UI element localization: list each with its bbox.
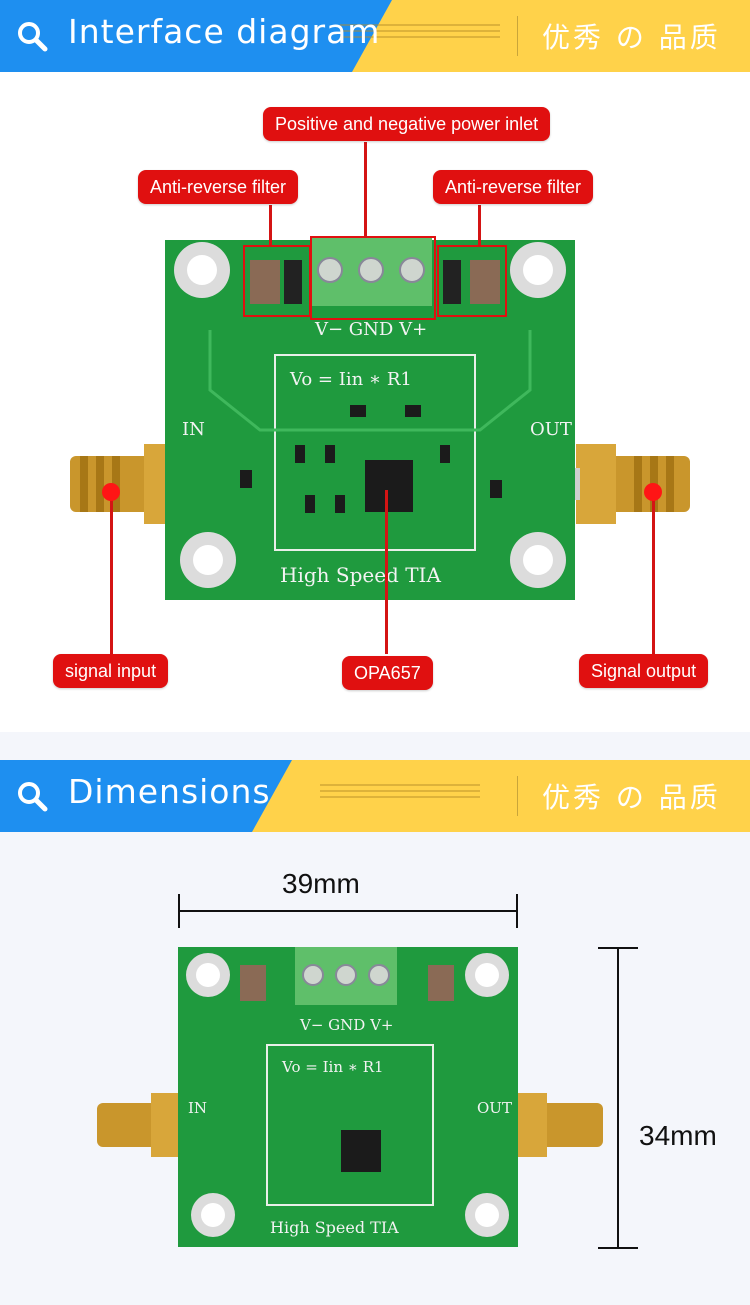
leader-signal-input bbox=[110, 492, 113, 654]
filter-box-left bbox=[243, 245, 311, 317]
section-title: Dimensions bbox=[68, 772, 271, 811]
board-out-label: OUT bbox=[477, 1099, 512, 1117]
banner-divider bbox=[517, 776, 518, 816]
board-name: High Speed TIA bbox=[270, 1218, 399, 1237]
section-banner-interface: Interface diagram 优秀 の 品质 bbox=[0, 0, 750, 72]
leader-filter-right bbox=[478, 205, 481, 247]
leader-signal-output bbox=[652, 492, 655, 654]
callout-signal-output: Signal output bbox=[579, 654, 709, 688]
banner-blue-band bbox=[0, 0, 392, 72]
marker-signal-output bbox=[644, 483, 662, 501]
board-formula: Vo = Iin ∗ R1 bbox=[289, 369, 412, 390]
banner-divider bbox=[517, 16, 518, 56]
section-title: Interface diagram bbox=[68, 12, 381, 51]
board-out-label: OUT bbox=[530, 419, 572, 440]
leader-opamp bbox=[385, 490, 388, 654]
section-tagline: 优秀 の 品质 bbox=[542, 781, 721, 814]
board-formula: Vo = Iin ∗ R1 bbox=[281, 1058, 384, 1076]
pcb-board-image: V− GND V+ Vo = Iin ∗ R1 High Speed TIA I… bbox=[70, 238, 690, 600]
board-name: High Speed TIA bbox=[280, 563, 441, 587]
pcb-board-image-dimensions: V− GND V+ Vo = Iin ∗ R1 High Speed TIA I… bbox=[97, 947, 603, 1247]
marker-signal-input bbox=[102, 483, 120, 501]
filter-box-right bbox=[437, 245, 507, 317]
section-tagline: 优秀 の 品质 bbox=[542, 21, 721, 54]
board-in-label: IN bbox=[188, 1099, 207, 1117]
callout-signal-input: signal input bbox=[53, 654, 169, 688]
callout-power-inlet: Positive and negative power inlet bbox=[263, 107, 551, 141]
power-inlet-box bbox=[310, 236, 436, 320]
leader-filter-left bbox=[269, 205, 272, 247]
dimension-width-label: 39mm bbox=[282, 868, 360, 899]
banner-fine-print bbox=[320, 780, 480, 808]
board-in-label: IN bbox=[182, 419, 205, 440]
callout-opamp: OPA657 bbox=[342, 656, 433, 690]
sma-connector-right bbox=[560, 444, 690, 524]
banner-blue-band bbox=[0, 760, 292, 832]
dimension-width-line bbox=[178, 910, 518, 912]
dimension-height-line bbox=[617, 948, 619, 1248]
dimension-width-tick-left bbox=[178, 894, 180, 928]
section-banner-dimensions: Dimensions 优秀 の 品质 bbox=[0, 760, 750, 832]
banner-fine-print bbox=[340, 20, 500, 48]
search-icon bbox=[18, 782, 48, 812]
board-terminal-label: V− GND V+ bbox=[299, 1016, 393, 1034]
callout-filter-right: Anti-reverse filter bbox=[433, 170, 594, 204]
search-icon bbox=[18, 22, 48, 52]
dimension-height-tick-bottom bbox=[598, 1247, 638, 1249]
board-terminal-label: V− GND V+ bbox=[314, 319, 427, 340]
leader-power bbox=[364, 142, 367, 238]
dimension-height-tick-top bbox=[598, 947, 638, 949]
callout-filter-left: Anti-reverse filter bbox=[138, 170, 299, 204]
dimension-height-label: 34mm bbox=[639, 1120, 717, 1151]
dimension-width-tick-right bbox=[516, 894, 518, 928]
